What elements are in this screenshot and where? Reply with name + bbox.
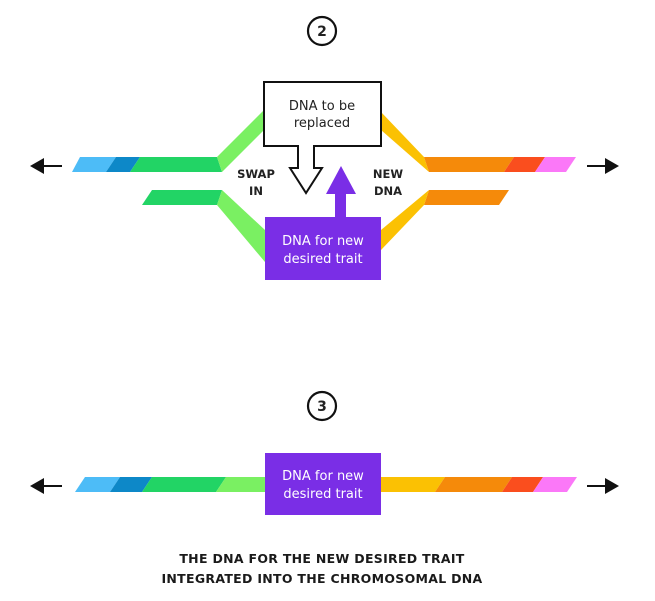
step-number-text: 3 [317, 399, 327, 415]
outlined-down-arrow-box [263, 81, 382, 195]
new-trait-box [265, 217, 381, 280]
integrated-strand-left [75, 477, 266, 492]
segment-green [142, 477, 226, 492]
new-trait-box-line2: desired trait [283, 252, 362, 267]
integrated-strand-right [380, 477, 577, 492]
dna-to-be-replaced-callout: DNA to be replaced [263, 81, 382, 195]
new-trait-box-line2: desired trait [283, 487, 362, 502]
step-number-circle [306, 390, 338, 422]
caption-line2: INTEGRATED INTO THE CHROMOSOMAL DNA [161, 571, 482, 586]
step-2-number: 2 [306, 15, 338, 47]
replaced-box-line1: DNA to be [289, 99, 355, 114]
new-trait-box [265, 453, 381, 515]
new-dna-label-line1: NEW [373, 167, 403, 181]
upper-left-strand [72, 110, 264, 172]
purple-up-arrow-icon [326, 166, 356, 218]
swap-label-line1: SWAP [237, 167, 275, 181]
step-number-circle [306, 15, 338, 47]
segment-yellow-diagonal [381, 112, 429, 172]
segment-orange [424, 157, 514, 172]
segment-orange [424, 190, 509, 205]
segment-dark-blue [110, 477, 152, 492]
segment-dark-blue [106, 157, 140, 172]
segment-green [130, 157, 222, 172]
step-3-number: 3 [306, 390, 338, 422]
swap-label-line2: IN [249, 184, 263, 198]
segment-light-green [216, 477, 266, 492]
caption-line1: THE DNA FOR THE NEW DESIRED TRAIT [179, 551, 464, 566]
segment-pink [535, 157, 576, 172]
segment-light-blue [72, 157, 116, 172]
segment-orange [435, 477, 512, 492]
new-trait-box-line1: DNA for new [282, 469, 364, 484]
step-number-text: 2 [317, 24, 327, 40]
segment-green [142, 190, 222, 205]
segment-yellow [380, 477, 445, 492]
integrated-new-trait: DNA for new desired trait [265, 453, 381, 515]
new-dna-label-line2: DNA [374, 184, 402, 198]
segment-yellow-diagonal [381, 190, 429, 250]
segment-pink [533, 477, 577, 492]
lower-left-strand [142, 190, 265, 262]
segment-red [502, 477, 543, 492]
segment-light-blue [75, 477, 120, 492]
new-trait-box-line1: DNA for new [282, 234, 364, 249]
segment-red [504, 157, 545, 172]
lower-right-strand [381, 190, 509, 250]
new-trait-callout: DNA for new desired trait [265, 166, 381, 280]
replaced-box-line2: replaced [294, 116, 350, 131]
segment-light-green-diagonal [217, 110, 264, 172]
upper-right-strand [381, 112, 576, 172]
segment-light-green-diagonal [217, 190, 265, 262]
